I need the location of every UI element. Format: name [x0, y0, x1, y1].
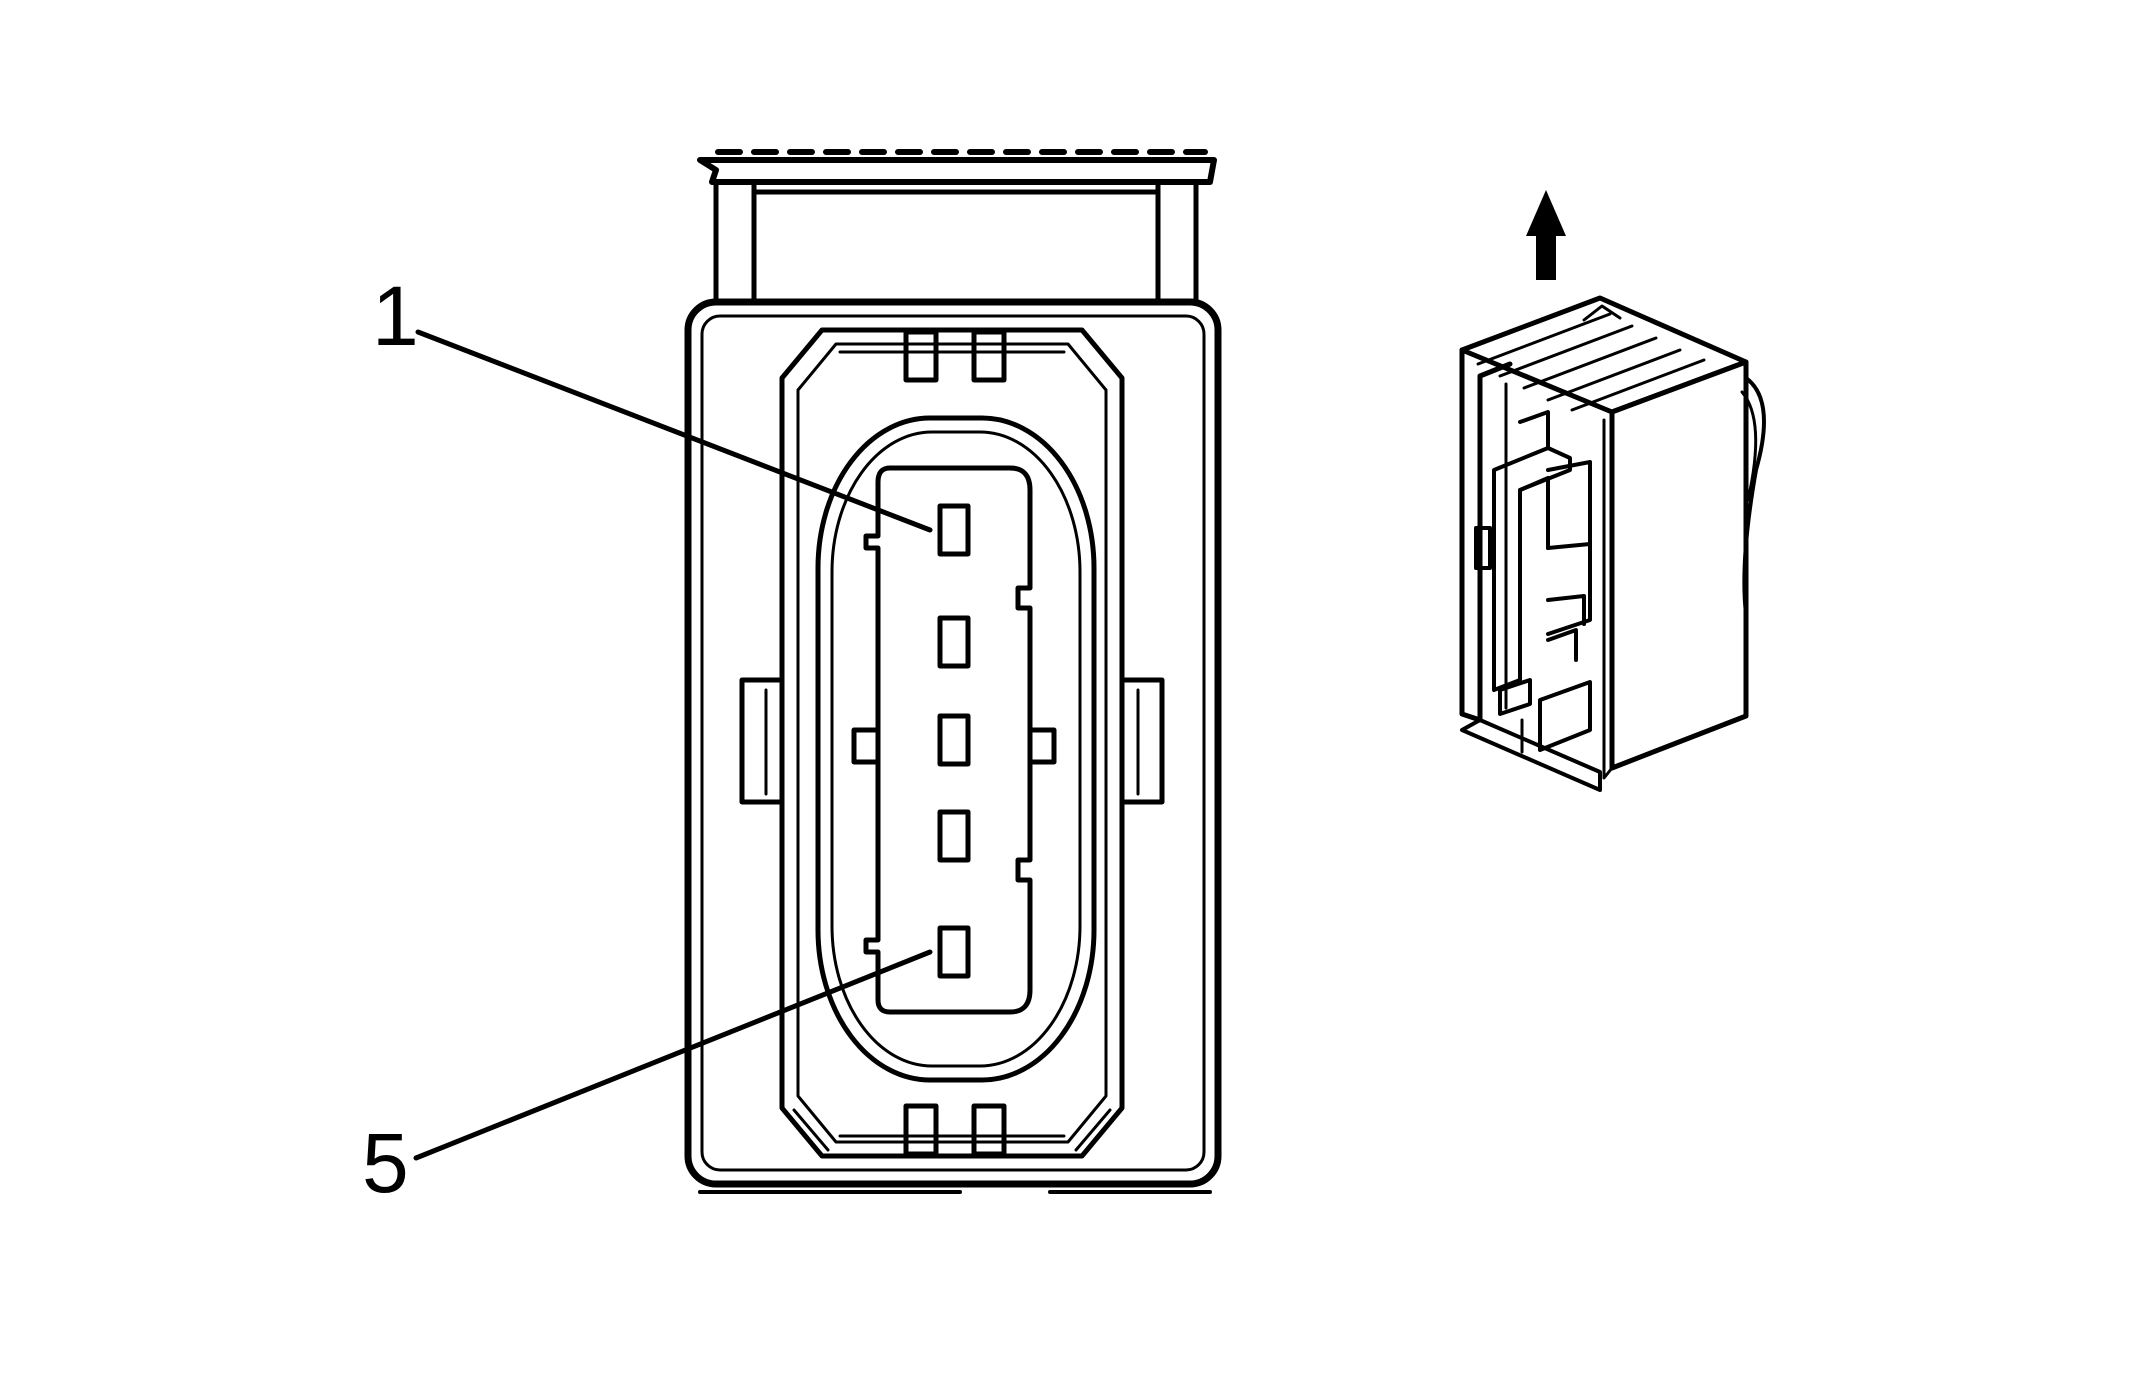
pin-terminal — [937, 809, 971, 863]
lock-spring — [1742, 376, 1766, 616]
callout-label-5: 5 — [362, 1116, 409, 1210]
callout-1: 1 — [372, 269, 933, 533]
side-view-lock — [1459, 190, 1766, 792]
connector-front-view — [684, 149, 1222, 1194]
callout-label-1: 1 — [372, 269, 419, 363]
pin-terminal — [937, 925, 971, 979]
pin-terminal — [937, 713, 971, 767]
right-latch — [1119, 677, 1165, 805]
arrow-up-icon — [1526, 190, 1566, 280]
pin-terminal — [937, 503, 971, 557]
leader-line-1 — [415, 329, 933, 533]
pin-terminals — [937, 503, 971, 979]
connector-housing — [684, 298, 1222, 1188]
left-latch — [739, 677, 785, 805]
pin-terminal — [937, 615, 971, 669]
inner-frame — [779, 327, 1125, 1159]
leader-line-5 — [413, 949, 933, 1161]
lock-frame-rear — [1459, 347, 1513, 723]
lock-body-front — [1609, 359, 1749, 771]
pin-cavity — [863, 465, 1033, 1015]
seal-outer — [815, 415, 1097, 1083]
callout-5: 5 — [362, 949, 933, 1210]
top-lock-tab — [697, 149, 1217, 305]
lock-latch-mechanism — [1474, 410, 1592, 754]
